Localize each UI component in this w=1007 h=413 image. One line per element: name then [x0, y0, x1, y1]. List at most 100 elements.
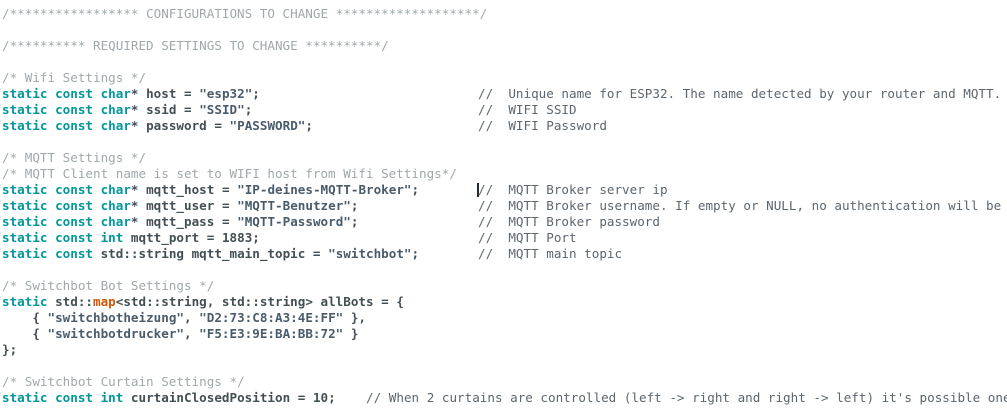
declaration-ssid: static const char* ssid = "SSID";	[2, 102, 252, 118]
string-value-mqtt-user: "MQTT-Benutzer"	[237, 198, 351, 213]
code-line[interactable]: /* MQTT Client name is set to WIFI host …	[0, 166, 1007, 182]
code-line[interactable]: /********** REQUIRED SETTINGS TO CHANGE …	[0, 38, 1007, 54]
string-value-host: "esp32"	[199, 86, 253, 101]
code-line[interactable]: static const char* mqtt_host = "IP-deine…	[0, 182, 1007, 198]
number-value-curtain-closed-position: 10	[312, 390, 329, 405]
semicolon: ;	[328, 390, 336, 405]
code-line[interactable]: };	[0, 342, 1007, 358]
map-value-mac: "D2:73:C8:A3:4E:FF"	[199, 310, 344, 325]
code-line[interactable]: static const int curtainClosedPosition =…	[0, 390, 1007, 406]
assign-operator: =	[221, 182, 230, 197]
semicolon: ;	[305, 118, 313, 133]
code-line[interactable]: static const char* password = "PASSWORD"…	[0, 118, 1007, 134]
identifier-mqtt-pass: mqtt_pass	[146, 214, 215, 229]
separator: ,	[184, 310, 200, 325]
pointer-star: *	[130, 102, 139, 117]
code-line-blank[interactable]	[0, 358, 1007, 374]
assign-operator: =	[297, 390, 306, 405]
trailing-comment-curtain: // When 2 curtains are controlled (left …	[366, 390, 1007, 405]
comment-switchbot-bot-settings: /* Switchbot Bot Settings */	[2, 278, 215, 293]
comment-banner-required-settings: /********** REQUIRED SETTINGS TO CHANGE …	[2, 38, 389, 53]
keyword: static const char	[2, 102, 131, 117]
declaration-mqtt-port: static const int mqtt_port = 1883;	[2, 230, 260, 246]
code-line[interactable]: static const char* host = "esp32"; // Un…	[0, 86, 1007, 102]
separator: ,	[184, 326, 200, 341]
semicolon: ;	[411, 182, 420, 197]
declaration-allbots-map: static std::map<std::string, std::string…	[2, 294, 404, 310]
assign-operator: =	[184, 102, 192, 117]
indent	[2, 310, 32, 325]
text-caret	[477, 183, 479, 197]
string-value-ssid: "SSID"	[199, 102, 245, 117]
semicolon: ;	[350, 214, 359, 229]
identifier-host: host	[146, 86, 177, 101]
semicolon: ;	[350, 198, 359, 213]
comment-wifi-settings: /* Wifi Settings */	[2, 70, 147, 85]
identifier-mqtt-main-topic: mqtt_main_topic	[191, 246, 306, 261]
map-value-mac: "F5:E3:9E:BA:BB:72"	[199, 326, 344, 341]
trailing-comment-mqtt-main-topic: // MQTT main topic	[478, 246, 623, 261]
code-line-blank[interactable]	[0, 22, 1007, 38]
assign-operator: =	[184, 86, 192, 101]
open-brace: {	[32, 310, 48, 325]
trailing-comment-mqtt-port: // MQTT Port	[478, 230, 577, 245]
semicolon: ;	[411, 246, 420, 261]
code-line[interactable]: static const char* ssid = "SSID"; // WIF…	[0, 102, 1007, 118]
close-brace: }	[343, 326, 359, 341]
identifier-mqtt-port: mqtt_port	[130, 230, 200, 245]
close-brace-semicolon: };	[2, 342, 18, 357]
code-line[interactable]: /***************** CONFIGURATIONS TO CHA…	[0, 6, 1007, 22]
code-line[interactable]: /* Wifi Settings */	[0, 70, 1007, 86]
keyword: static const char	[2, 214, 131, 229]
keyword: static const char	[2, 198, 131, 213]
assign-operator: =	[221, 214, 230, 229]
close-brace: },	[343, 310, 366, 325]
keyword: static const	[2, 246, 93, 261]
keyword: static const char	[2, 182, 131, 197]
string-value-mqtt-pass: "MQTT-Password"	[237, 214, 351, 229]
trailing-comment-host: // Unique name for ESP32. The name detec…	[478, 86, 1002, 101]
code-line[interactable]: static std::map<std::string, std::string…	[0, 294, 1007, 310]
trailing-comment-password: // WIFI Password	[478, 118, 607, 133]
code-line[interactable]: static const int mqtt_port = 1883; // MQ…	[0, 230, 1007, 246]
keyword: static const char	[2, 86, 131, 101]
comment-mqtt-settings: /* MQTT Settings */	[2, 150, 147, 165]
code-line[interactable]: static const char* mqtt_user = "MQTT-Ben…	[0, 198, 1007, 214]
code-line[interactable]: { "switchbotdrucker", "F5:E3:9E:BA:BB:72…	[0, 326, 1007, 342]
declaration-curtain-closed-position: static const int curtainClosedPosition =…	[2, 390, 1007, 406]
string-value-mqtt-host: "IP-deines-MQTT-Broker"	[237, 182, 412, 197]
declaration-mqtt-main-topic: static const std::string mqtt_main_topic…	[2, 246, 419, 262]
identifier-mqtt-user: mqtt_user	[146, 198, 215, 213]
declaration-mqtt-host: static const char* mqtt_host = "IP-deine…	[2, 182, 419, 198]
pointer-star: *	[130, 198, 139, 213]
identifier-mqtt-host: mqtt_host	[146, 182, 215, 197]
code-line[interactable]: static const char* mqtt_pass = "MQTT-Pas…	[0, 214, 1007, 230]
code-line-blank[interactable]	[0, 134, 1007, 150]
code-line[interactable]: /* Switchbot Bot Settings */	[0, 278, 1007, 294]
semicolon: ;	[252, 230, 260, 245]
code-line[interactable]: static const std::string mqtt_main_topic…	[0, 246, 1007, 262]
map-entry-switchbotheizung: { "switchbotheizung", "D2:73:C8:A3:4E:FF…	[2, 310, 366, 326]
semicolon: ;	[252, 86, 260, 101]
keyword-static: static	[2, 294, 48, 309]
open-brace: {	[396, 294, 404, 309]
identifier-password: password	[146, 118, 207, 133]
trailing-comment-mqtt-host: // MQTT Broker server ip	[478, 182, 668, 197]
code-line[interactable]: { "switchbotheizung", "D2:73:C8:A3:4E:FF…	[0, 310, 1007, 326]
trailing-comment-mqtt-user: // MQTT Broker username. If empty or NUL…	[478, 198, 1007, 213]
code-lines-container: /***************** CONFIGURATIONS TO CHA…	[0, 6, 1007, 406]
declaration-mqtt-user: static const char* mqtt_user = "MQTT-Ben…	[2, 198, 358, 214]
identifier-curtain-closed-position: curtainClosedPosition	[130, 390, 291, 405]
code-line-blank[interactable]	[0, 262, 1007, 278]
code-line-blank[interactable]	[0, 54, 1007, 70]
code-line[interactable]: /* Switchbot Curtain Settings */	[0, 374, 1007, 390]
pointer-star: *	[130, 182, 139, 197]
map-key: "switchbotdrucker"	[47, 326, 184, 341]
declaration-password: static const char* password = "PASSWORD"…	[2, 118, 313, 134]
assign-operator: =	[312, 246, 321, 261]
comment-switchbot-curtain-settings: /* Switchbot Curtain Settings */	[2, 374, 245, 389]
pointer-star: *	[130, 214, 139, 229]
code-line[interactable]: /* MQTT Settings */	[0, 150, 1007, 166]
declaration-host: static const char* host = "esp32";	[2, 86, 260, 102]
